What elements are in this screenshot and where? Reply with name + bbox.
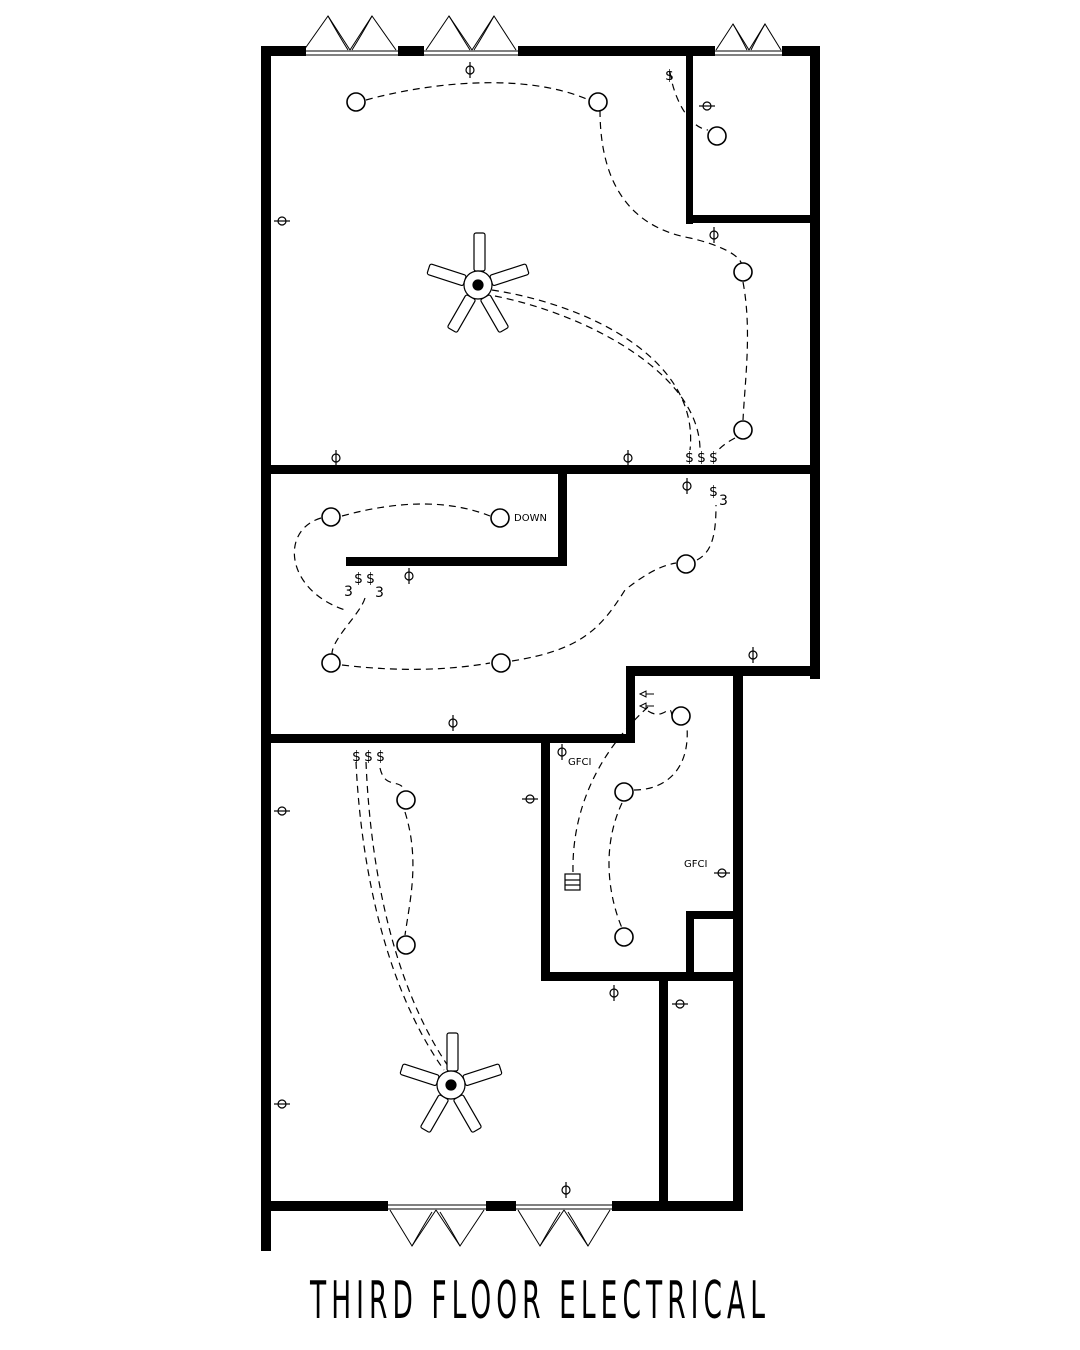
light-fixtures bbox=[321, 92, 753, 955]
window-bottom-2 bbox=[514, 1204, 614, 1247]
windows bbox=[300, 15, 784, 1247]
stair-down-label: DOWN bbox=[514, 513, 547, 524]
light-fixture-icon bbox=[321, 507, 341, 527]
switch-symbol: $ bbox=[685, 450, 694, 466]
light-fixture-icon bbox=[707, 126, 727, 146]
light-fixture-icon bbox=[491, 653, 511, 673]
switch-symbol: $ bbox=[665, 68, 674, 84]
outlet-icon bbox=[609, 985, 619, 1001]
ceiling-fan-icon bbox=[426, 232, 530, 333]
outlet-icon bbox=[274, 1099, 290, 1109]
switch-count-label: 3 bbox=[375, 585, 384, 601]
switch-symbol: $ bbox=[364, 749, 373, 765]
outlet-icon bbox=[709, 227, 719, 243]
light-fixture-icon bbox=[733, 262, 753, 282]
outlet-icon bbox=[682, 478, 692, 494]
switch-count-label: 3 bbox=[344, 584, 353, 600]
outlet-icon bbox=[331, 450, 341, 466]
walls bbox=[261, 46, 820, 1251]
switch-symbol: $ bbox=[354, 571, 363, 587]
light-fixture-icon bbox=[733, 420, 753, 440]
light-fixture-icon bbox=[614, 927, 634, 947]
gfci-label: GFCI bbox=[568, 757, 591, 768]
switch-symbol: $ bbox=[376, 749, 385, 765]
switch-icon bbox=[638, 690, 654, 710]
ceiling-fan-icon bbox=[399, 1032, 503, 1133]
outlet-icon bbox=[465, 62, 475, 78]
outlet-icon bbox=[448, 715, 458, 731]
light-fixture-icon bbox=[396, 790, 416, 810]
switch-symbol: $ bbox=[366, 571, 375, 587]
outlet-icon bbox=[714, 868, 730, 878]
switch-symbol: $ bbox=[709, 484, 718, 500]
light-fixture-icon bbox=[614, 782, 634, 802]
outlet-icon bbox=[274, 806, 290, 816]
switch-symbol: $ bbox=[709, 450, 718, 466]
light-fixture-icon bbox=[588, 92, 608, 112]
gfci-label: GFCI bbox=[684, 859, 707, 870]
outlet-icon bbox=[404, 568, 414, 584]
outlet-icon bbox=[561, 1182, 571, 1198]
outlet-icon bbox=[623, 450, 633, 466]
window-top-3 bbox=[713, 23, 784, 56]
window-top-2 bbox=[422, 15, 520, 56]
switches: $ $ $ $ $ $ $ $ $ $ bbox=[352, 68, 718, 765]
light-fixture-icon bbox=[321, 653, 341, 673]
exhaust-fan-icon bbox=[564, 873, 581, 891]
outlet-icon bbox=[672, 999, 688, 1009]
outlet-icon bbox=[557, 744, 567, 760]
plan-title: THIRD FLOOR ELECTRICAL bbox=[309, 1271, 770, 1331]
outlet-icon bbox=[274, 216, 290, 226]
window-top-1 bbox=[300, 15, 400, 56]
light-fixture-icon bbox=[490, 508, 510, 528]
switch-symbol: $ bbox=[352, 749, 361, 765]
wiring bbox=[293, 71, 749, 1071]
outlet-icon bbox=[748, 647, 758, 663]
light-fixture-icon bbox=[671, 706, 691, 726]
switch-count-label: 3 bbox=[719, 493, 728, 509]
outlets bbox=[274, 62, 758, 1198]
outlet-icon bbox=[522, 794, 538, 804]
window-bottom-1 bbox=[386, 1204, 488, 1247]
switch-symbol: $ bbox=[697, 450, 706, 466]
light-fixture-icon bbox=[676, 554, 696, 574]
light-fixture-icon bbox=[396, 935, 416, 955]
outlet-icon bbox=[699, 101, 715, 111]
light-fixture-icon bbox=[346, 92, 366, 112]
